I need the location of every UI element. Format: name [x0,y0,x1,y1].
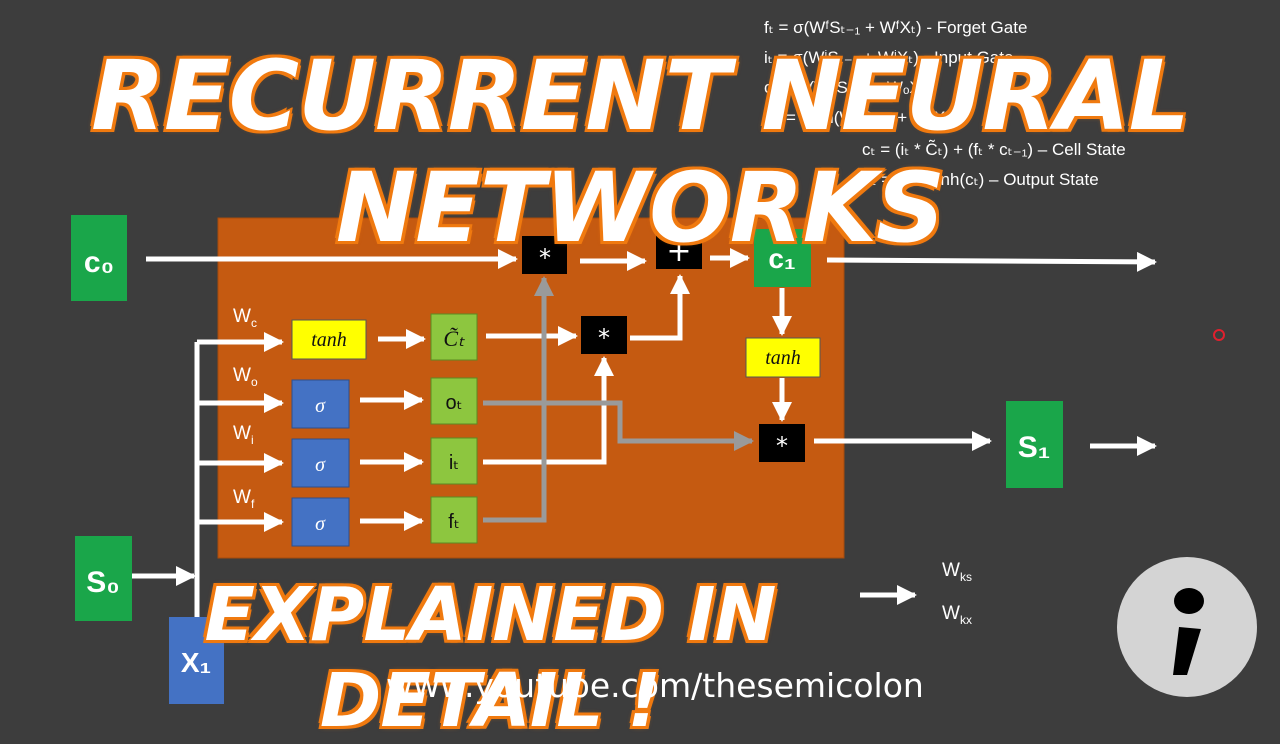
equation-cell-state: cₜ = (iₜ * C̃ₜ) + (fₜ * cₜ₋₁) – Cell Sta… [862,140,1126,159]
weight-label-wo: Wo [233,365,258,389]
svg-text:c₀: c₀ [84,246,114,279]
svg-text:S₀: S₀ [86,566,120,599]
mult-op-output: * [759,424,805,462]
node-s0: S₀ [75,536,132,621]
equation-forget-gate: fₜ = σ(WᶠSₜ₋₁ + WᶠXₜ) - Forget Gate [764,18,1028,37]
sigma-gate-forget: σ [291,497,350,547]
flow-arrows [132,248,1157,620]
svg-text:σ: σ [315,513,326,535]
weight-label-wkx: Wkx [942,603,972,627]
equation-candidate: C̃ₜ = tanh(WᶜSₜ₋₁ + WᶜXₜ) [764,108,956,127]
tanh-gate-input: tanh [291,319,367,360]
weight-label-wks: Wks [942,560,972,584]
svg-text:oₜ: oₜ [445,392,462,414]
arrow-ot-mult3 [483,400,754,451]
svg-text:tanh: tanh [765,347,801,369]
main-title: Recurrent Neural Networks [90,39,1192,266]
weight-label-wi: Wi [233,423,254,447]
lstm-diagram: c₀ c₁ S₀ S₁ X₁ tanh tanh σ σ σ C̃ₜ [71,215,1157,704]
svg-text:X₁: X₁ [181,647,211,678]
arrow-it-mult2 [483,356,614,465]
svg-text:iₜ: iₜ [449,452,459,474]
mult-op-input: * [581,316,627,354]
gray-arrows [483,276,754,523]
equation-output-gate: oₜ = σ(WₒSₜ₋₁ + WₒXₜ) [764,78,932,97]
channel-url: www.youtube.com/thesemicolon [386,666,924,705]
mult-op-forget: * [522,236,567,274]
semicolon-logo [1117,557,1257,697]
node-c1: c₁ [754,229,811,287]
plus-op: + [656,231,702,269]
record-indicator-icon [1213,329,1225,341]
svg-text:c₁: c₁ [768,243,795,274]
tanh-gate-output: tanh [745,337,821,378]
svg-text:S₁: S₁ [1018,431,1050,464]
sigma-gate-input: σ [291,438,350,488]
node-it: iₜ [430,437,478,485]
weight-label-wc: Wc [233,306,257,330]
node-s1: S₁ [1006,401,1063,488]
subtitle: Explained in Detail ! [203,571,778,744]
equation-output-state: hₜ = oₜ * tanh(cₜ) – Output State [862,170,1099,189]
svg-text:*: * [539,244,551,272]
weight-label-wf: Wf [233,487,255,511]
sigma-gate-output: σ [291,379,350,429]
svg-text:C̃ₜ: C̃ₜ [443,326,465,351]
svg-text:+: + [666,234,691,269]
arrow-ft-mult1 [483,276,554,523]
node-ot: oₜ [430,377,478,425]
svg-text:σ: σ [315,395,326,417]
semicolon-icon [1173,588,1204,675]
arrow-c1-out [826,251,1157,272]
equation-input-gate: iₜ = σ(WⁱSₜ₋₁ + WⁱXₜ) - Input Gate [764,48,1014,67]
node-x1: X₁ [169,617,224,704]
svg-text:tanh: tanh [311,329,347,351]
svg-text:*: * [598,324,610,352]
node-ft: fₜ [430,496,478,544]
svg-text:*: * [776,432,788,460]
node-ct-tilde: C̃ₜ [430,313,478,361]
svg-text:fₜ: fₜ [448,511,459,533]
arrow-mult2-plus [630,274,690,341]
node-c0: c₀ [71,215,127,301]
svg-text:σ: σ [315,454,326,476]
